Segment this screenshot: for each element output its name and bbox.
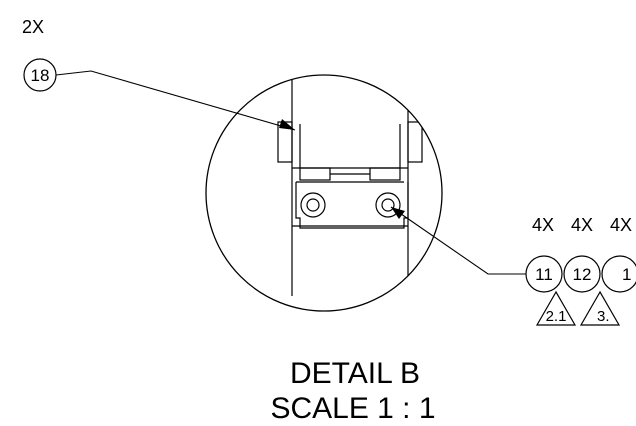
detail-scale: SCALE 1 : 1 [270, 392, 435, 425]
revision-triangle-2 [579, 290, 621, 326]
detail-geometry [277, 75, 423, 296]
qty-label-12: 4X [571, 215, 593, 235]
item-balloon-1 [601, 255, 636, 293]
detail-circle [205, 74, 443, 312]
qty-label-11: 4X [532, 215, 554, 235]
revision-triangle-1 [535, 290, 577, 326]
item-number-12: 12 [573, 265, 592, 284]
item-number-1: 1 [622, 265, 631, 284]
detail-title: DETAIL B [290, 357, 420, 390]
leader-line-right [390, 206, 526, 275]
item-balloon-12 [563, 255, 601, 293]
item-number-left: 18 [31, 66, 50, 85]
leader-line-left [55, 70, 296, 131]
item-number-11: 11 [535, 265, 553, 284]
revision-number-1: 2.1 [546, 308, 567, 325]
revision-number-2: 3. [597, 308, 610, 325]
qty-label-left: 2X [22, 17, 44, 37]
qty-label-1: 4X [610, 215, 632, 235]
